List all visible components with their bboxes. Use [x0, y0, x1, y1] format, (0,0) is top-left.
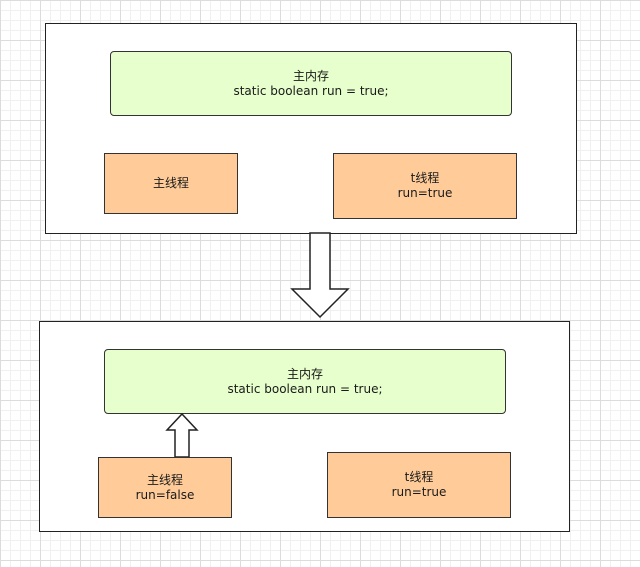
before-t-thread-state: run=true [397, 186, 453, 200]
before-t-thread-title: t线程 [410, 171, 440, 185]
after-t-thread-title: t线程 [404, 470, 434, 484]
after-main-memory-code: static boolean run = true; [227, 381, 383, 396]
after-t-thread-state: run=true [391, 485, 447, 499]
before-main-thread-box: 主线程 [104, 153, 238, 214]
after-main-thread-box: 主线程 run=false [98, 457, 232, 518]
before-main-memory-box: 主内存 static boolean run = true; [110, 51, 512, 116]
after-main-thread-title: 主线程 [146, 472, 183, 487]
after-main-memory-title: 主内存 [286, 366, 323, 381]
after-main-thread-state: run=false [135, 487, 195, 502]
before-main-memory-title: 主内存 [292, 68, 329, 83]
before-main-memory-code: static boolean run = true; [233, 83, 389, 98]
after-t-thread-box: t线程 run=true [327, 452, 511, 518]
transition-down-arrow-icon [290, 232, 350, 319]
before-main-thread-title: 主线程 [152, 176, 189, 190]
after-main-memory-box: 主内存 static boolean run = true; [104, 349, 506, 414]
before-t-thread-box: t线程 run=true [333, 153, 517, 219]
write-back-up-arrow-icon [165, 412, 199, 458]
